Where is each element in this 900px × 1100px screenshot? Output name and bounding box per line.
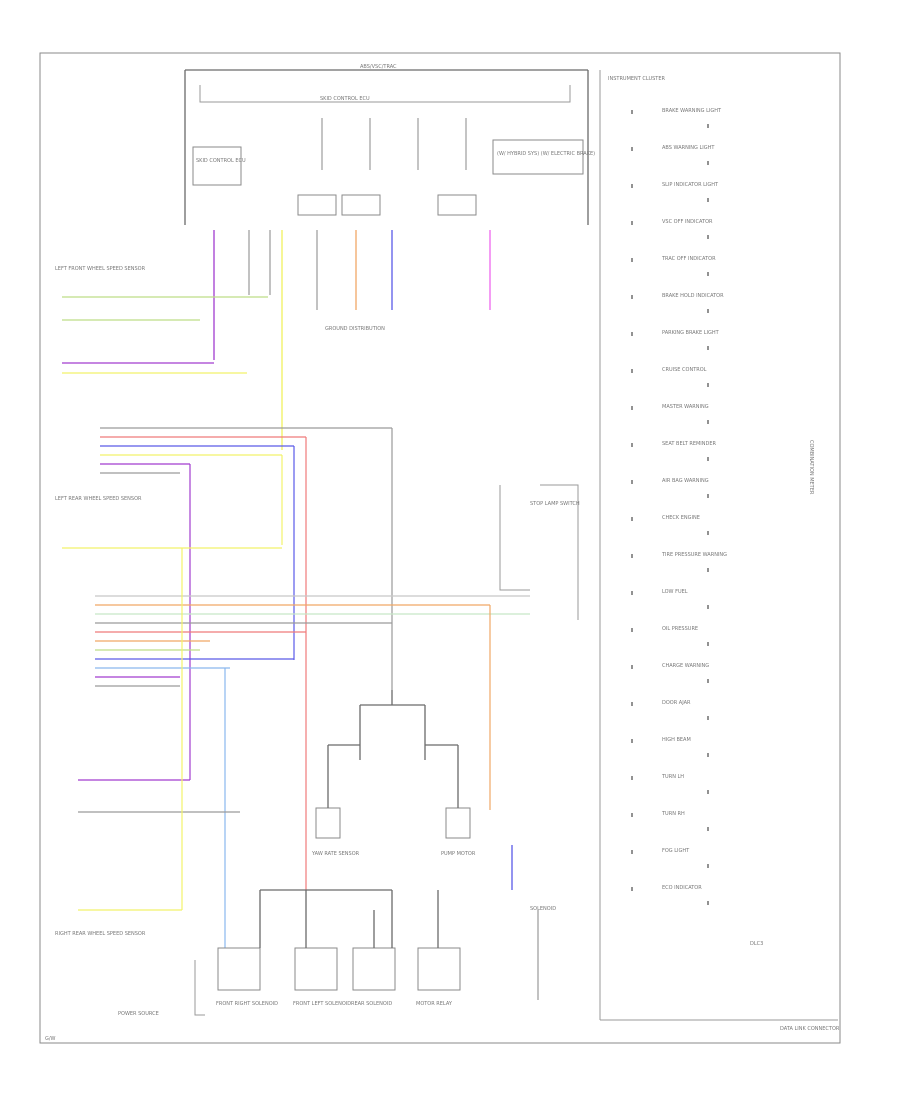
side-tag: COMBINATION METER [808, 440, 814, 495]
right-column-item-label: AIR BAG WARNING [662, 478, 709, 484]
bottom-left-note: G/W [45, 1036, 56, 1042]
relay-box-1 [217, 947, 261, 991]
wheel-speed-label: LEFT FRONT WHEEL SPEED SENSOR [55, 266, 146, 272]
right-column-item-label: ABS WARNING LIGHT [662, 145, 715, 151]
branch-tree [327, 690, 459, 808]
relay-label-2: FRONT LEFT SOLENOID [293, 1001, 351, 1007]
right-column-item-label: CRUISE CONTROL [662, 367, 707, 373]
right-info-box [492, 139, 584, 175]
right-column-item-label: DOOR AJAR [662, 700, 691, 706]
right-sensor-label: RIGHT REAR WHEEL SPEED SENSOR [55, 931, 146, 937]
module-subheader: SKID CONTROL ECU [320, 96, 370, 102]
yaw-sensor-box [315, 807, 341, 839]
relay-box-2 [294, 947, 338, 991]
right-column-item-label: CHARGE WARNING [662, 663, 709, 669]
brake-switch-label: STOP LAMP SWITCH [530, 501, 580, 507]
right-column-item-label: SLIP INDICATOR LIGHT [662, 182, 719, 188]
dlc-label: DLC3 [750, 941, 763, 947]
relay-label-4: MOTOR RELAY [416, 1001, 453, 1007]
solenoid-label: SOLENOID [530, 906, 556, 912]
right-column-item-label: VSC OFF INDICATOR [662, 219, 713, 225]
right-column-item-label: PARKING BRAKE LIGHT [662, 330, 720, 336]
right-column-item-label: ECO INDICATOR [662, 885, 702, 891]
right-connector-outline [499, 484, 579, 620]
bundle-lower [95, 595, 530, 687]
power-source-label: POWER SOURCE [118, 1011, 159, 1017]
pump-motor-box [445, 807, 471, 839]
ground-label: GROUND DISTRIBUTION [325, 326, 385, 332]
relay-label-3: REAR SOLENOID [351, 1001, 392, 1007]
right-column-item-label: OIL PRESSURE [662, 626, 698, 632]
relay-feed-bracket [259, 889, 439, 948]
left-connector-box-label: SKID CONTROL ECU [196, 158, 246, 164]
small-connector-1 [297, 194, 337, 216]
diagram-frame [39, 52, 841, 1044]
right-info-box-label: (W/ HYBRID SYS) (W/ ELECTRIC BRAKE) [497, 151, 595, 157]
right-column-item-label: SEAT BELT REMINDER [662, 441, 717, 447]
power-source-lead [194, 960, 205, 1016]
right-column-item-label: TRAC OFF INDICATOR [661, 256, 716, 262]
module-sub-bracket [199, 85, 571, 103]
module-header: ABS/VSC/TRAC [360, 64, 397, 70]
right-column-item-label: TURN LH [661, 774, 684, 780]
right-column-item-label: BRAKE HOLD INDICATOR [662, 293, 724, 299]
right-column-item-label: CHECK ENGINE [662, 515, 700, 521]
relay-box-3 [352, 947, 396, 991]
yaw-sensor-label: YAW RATE SENSOR [311, 851, 360, 857]
right-column-items: BRAKE WARNING LIGHT ABS WARNING LIGHT SLIP… [631, 108, 727, 905]
right-column-header: INSTRUMENT CLUSTER [608, 76, 666, 82]
module-bracket [184, 69, 589, 225]
bottom-right-note: DATA LINK CONNECTOR [780, 1026, 840, 1032]
right-column-bracket [599, 70, 838, 1021]
right-column-item-label: FOG LIGHT [662, 848, 690, 854]
left-connector-box [192, 146, 242, 186]
right-column-item-label: TIRE PRESSURE WARNING [661, 552, 727, 558]
pump-motor-label: PUMP MOTOR [441, 851, 476, 857]
module-label-stubs [321, 118, 467, 170]
right-column-item-label: BRAKE WARNING LIGHT [662, 108, 722, 114]
bundle-mid [100, 427, 392, 474]
small-connector-3 [437, 194, 477, 216]
right-column-item-label: LOW FUEL [662, 589, 688, 595]
left-block-label: LEFT REAR WHEEL SPEED SENSOR [55, 496, 142, 502]
small-connector-2 [341, 194, 381, 216]
relay-box-4 [417, 947, 461, 991]
right-column-item-label: MASTER WARNING [662, 404, 709, 410]
right-column-item-label: TURN RH [661, 811, 685, 817]
relay-label-1: FRONT RIGHT SOLENOID [216, 1001, 278, 1007]
right-column-item-label: HIGH BEAM [662, 737, 691, 743]
